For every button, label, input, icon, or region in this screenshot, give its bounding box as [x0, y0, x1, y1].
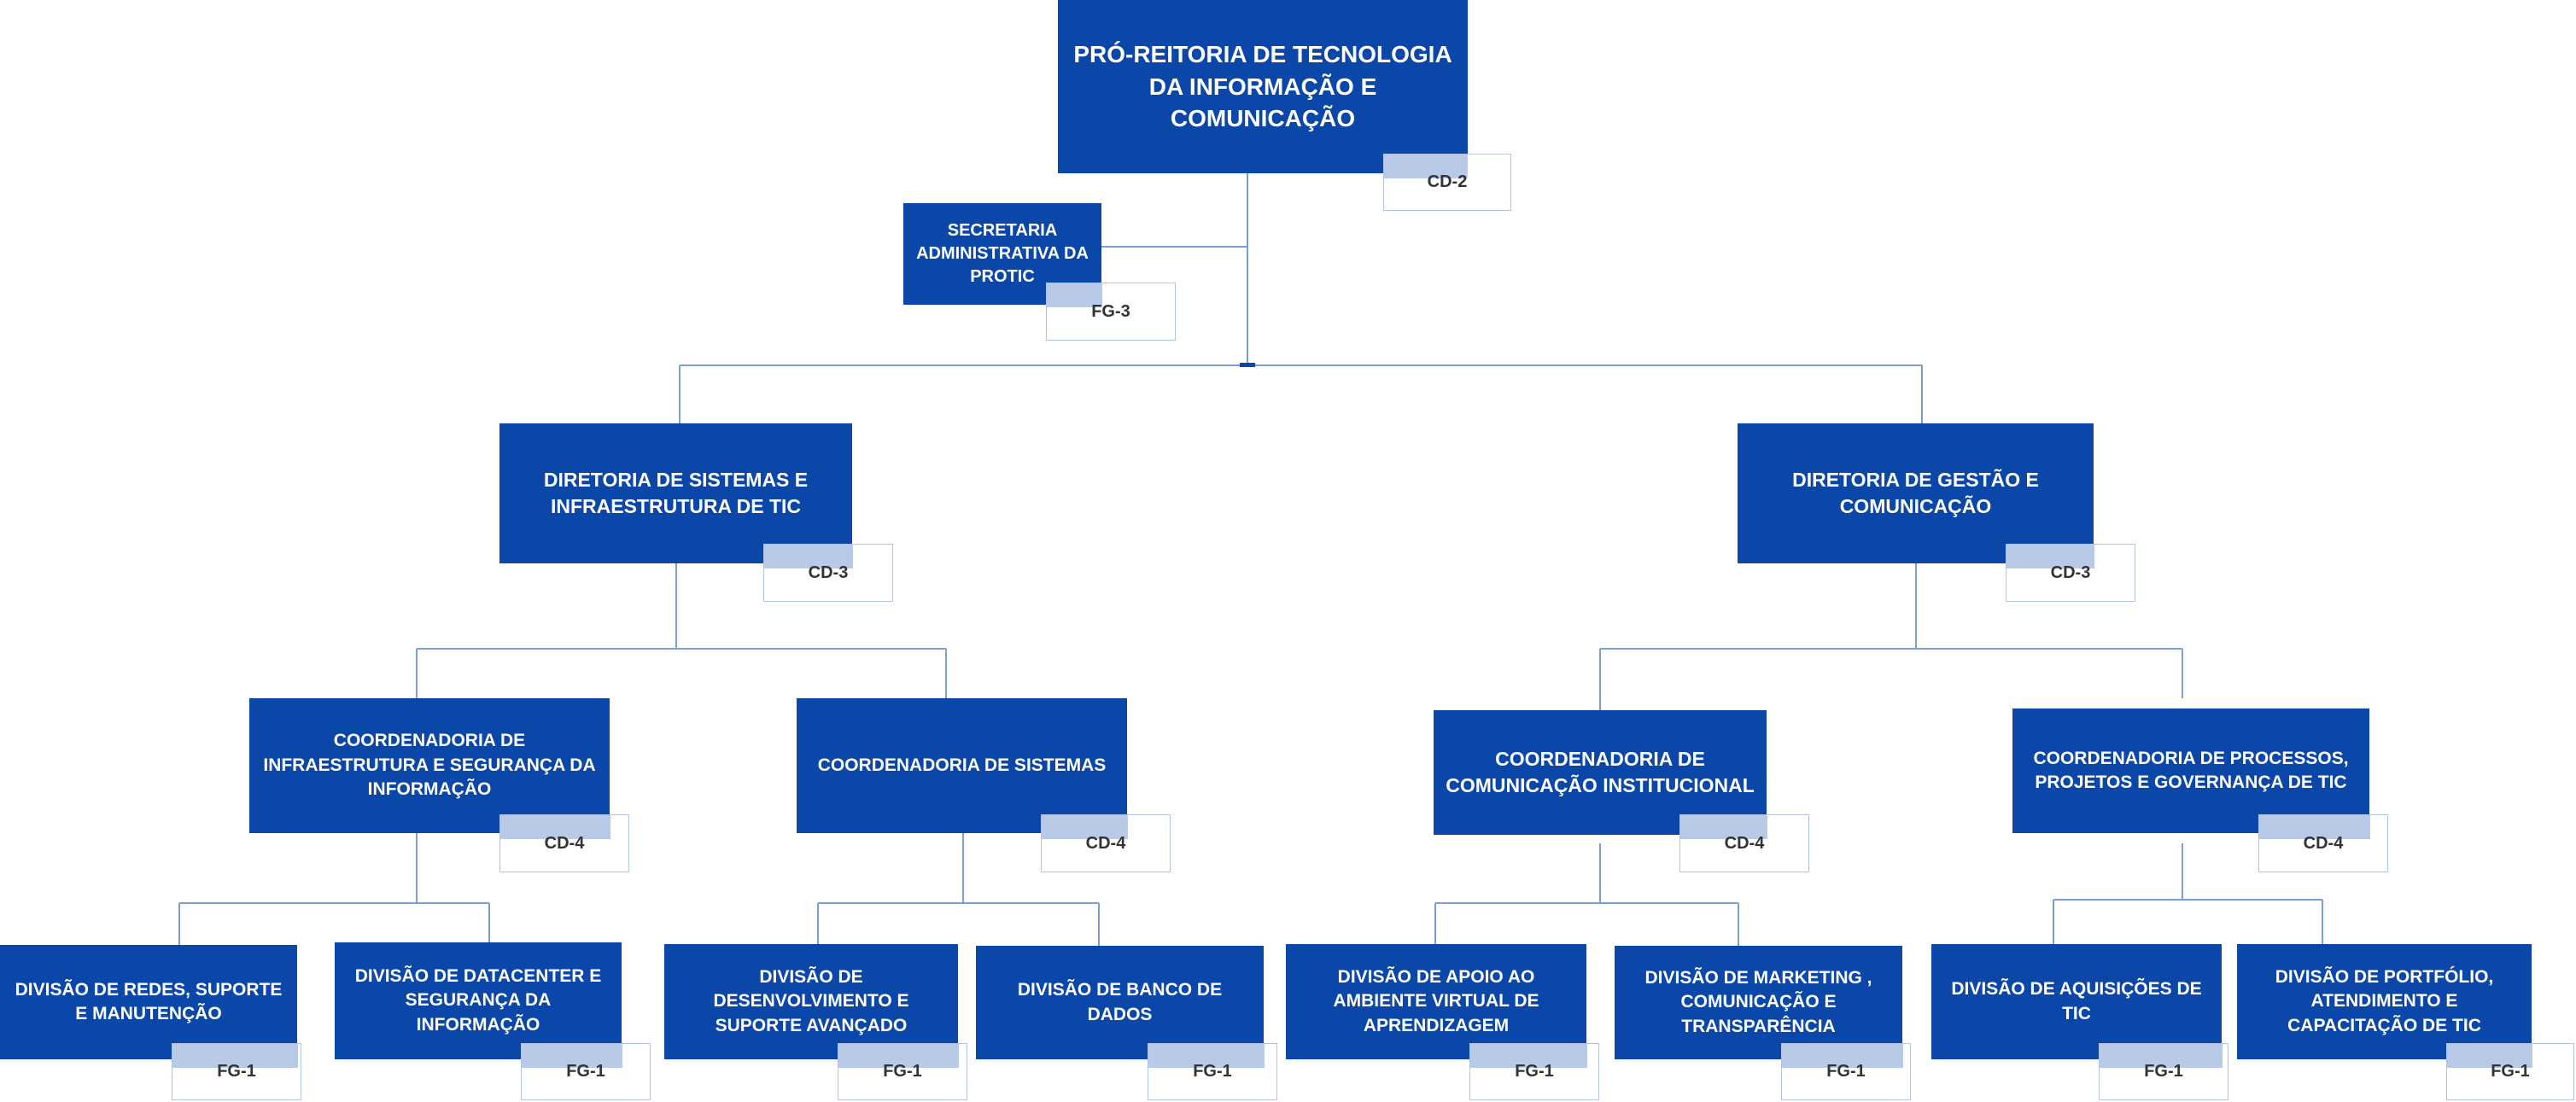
directorate-code-badge: CD-3	[763, 544, 893, 602]
directorate-title: DIRETORIA DE GESTÃO E COMUNICAÇÃO	[1792, 468, 2039, 517]
division-box[interactable]: DIVISÃO DE AQUISIÇÕES DE TIC	[1931, 944, 2222, 1059]
division-title: DIVISÃO DE BANCO DE DADOS	[1017, 980, 1223, 1024]
coordination-code-badge: CD-4	[1679, 814, 1809, 872]
division-box[interactable]: DIVISÃO DE BANCO DE DADOS	[976, 946, 1264, 1059]
division-box[interactable]: DIVISÃO DE DESENVOLVIMENTO E SUPORTE AVA…	[664, 944, 958, 1059]
directorate-code: CD-3	[808, 563, 849, 582]
secretaria-title: SECRETARIA ADMINISTRATIVA DA PROTIC	[916, 221, 1089, 286]
root-code: CD-2	[1427, 172, 1468, 191]
division-title: DIVISÃO DE REDES, SUPORTE E MANUTENÇÃO	[15, 979, 283, 1023]
division-box[interactable]: DIVISÃO DE APOIO AO AMBIENTE VIRTUAL DE …	[1286, 944, 1586, 1059]
coordination-box[interactable]: COORDENADORIA DE SISTEMAS	[797, 698, 1127, 833]
directorate-box[interactable]: DIRETORIA DE GESTÃO E COMUNICAÇÃO	[1738, 423, 2094, 563]
directorate-code: CD-3	[2050, 563, 2091, 582]
coordination-code-badge: CD-4	[2258, 814, 2388, 872]
division-code: FG-1	[2491, 1062, 2530, 1081]
directorate-title: DIRETORIA DE SISTEMAS E INFRAESTRUTURA D…	[543, 468, 809, 517]
division-code-badge: FG-1	[172, 1043, 301, 1100]
division-code-badge: FG-1	[1469, 1043, 1599, 1100]
division-code-badge: FG-1	[2099, 1043, 2228, 1100]
secretaria-code-badge: FG-3	[1046, 283, 1176, 341]
secretaria-code: FG-3	[1091, 301, 1130, 321]
connector-junction	[1240, 363, 1255, 367]
coordination-box[interactable]: COORDENADORIA DE INFRAESTRUTURA E SEGURA…	[249, 698, 610, 833]
root-title: PRÓ-REITORIA DE TECNOLOGIA DA INFORMAÇÃO…	[1073, 40, 1452, 132]
division-box[interactable]: DIVISÃO DE MARKETING , COMUNICAÇÃO E TRA…	[1615, 946, 1902, 1059]
coordination-box[interactable]: COORDENADORIA DE PROCESSOS, PROJETOS E G…	[2012, 708, 2369, 833]
coordination-code-badge: CD-4	[1041, 814, 1171, 872]
coordination-title: COORDENADORIA DE PROCESSOS, PROJETOS E G…	[2033, 748, 2349, 792]
coordination-code-badge: CD-4	[499, 814, 629, 872]
division-title: DIVISÃO DE MARKETING , COMUNICAÇÃO E TRA…	[1644, 967, 1872, 1036]
division-code-badge: FG-1	[1781, 1043, 1911, 1100]
division-code: FG-1	[1515, 1062, 1554, 1081]
division-code: FG-1	[2144, 1062, 2183, 1081]
coordination-code: CD-4	[2303, 833, 2344, 853]
coordination-title: COORDENADORIA DE INFRAESTRUTURA E SEGURA…	[263, 731, 596, 800]
coordination-code: CD-4	[1085, 833, 1126, 853]
division-title: DIVISÃO DE PORTFÓLIO, ATENDIMENTO E CAPA…	[2275, 966, 2494, 1035]
division-code: FG-1	[217, 1062, 256, 1081]
division-code: FG-1	[1826, 1062, 1866, 1081]
division-title: DIVISÃO DE APOIO AO AMBIENTE VIRTUAL DE …	[1333, 966, 1539, 1035]
root-code-badge: CD-2	[1383, 154, 1511, 211]
division-code-badge: FG-1	[1148, 1043, 1277, 1100]
coordination-box[interactable]: COORDENADORIA DE COMUNICAÇÃO INSTITUCION…	[1434, 710, 1767, 835]
division-code: FG-1	[566, 1062, 605, 1081]
division-code: FG-1	[1193, 1062, 1232, 1081]
coordination-code: CD-4	[1724, 833, 1765, 853]
coordination-title: COORDENADORIA DE SISTEMAS	[817, 755, 1107, 775]
division-box[interactable]: DIVISÃO DE DATACENTER E SEGURANÇA DA INF…	[335, 942, 622, 1059]
division-code-badge: FG-1	[521, 1043, 651, 1100]
directorate-box[interactable]: DIRETORIA DE SISTEMAS E INFRAESTRUTURA D…	[499, 423, 852, 563]
division-box[interactable]: DIVISÃO DE PORTFÓLIO, ATENDIMENTO E CAPA…	[2237, 944, 2532, 1059]
division-box[interactable]: DIVISÃO DE REDES, SUPORTE E MANUTENÇÃO	[0, 945, 297, 1059]
directorate-code-badge: CD-3	[2006, 544, 2135, 602]
division-code-badge: FG-1	[2446, 1043, 2574, 1100]
coordination-title: COORDENADORIA DE COMUNICAÇÃO INSTITUCION…	[1446, 747, 1755, 796]
root-box[interactable]: PRÓ-REITORIA DE TECNOLOGIA DA INFORMAÇÃO…	[1058, 0, 1468, 173]
division-title: DIVISÃO DE DESENVOLVIMENTO E SUPORTE AVA…	[713, 966, 909, 1035]
coordination-code: CD-4	[544, 833, 585, 853]
division-code-badge: FG-1	[838, 1043, 967, 1100]
division-title: DIVISÃO DE AQUISIÇÕES DE TIC	[1951, 979, 2202, 1023]
division-code: FG-1	[883, 1062, 922, 1081]
division-title: DIVISÃO DE DATACENTER E SEGURANÇA DA INF…	[354, 965, 602, 1035]
